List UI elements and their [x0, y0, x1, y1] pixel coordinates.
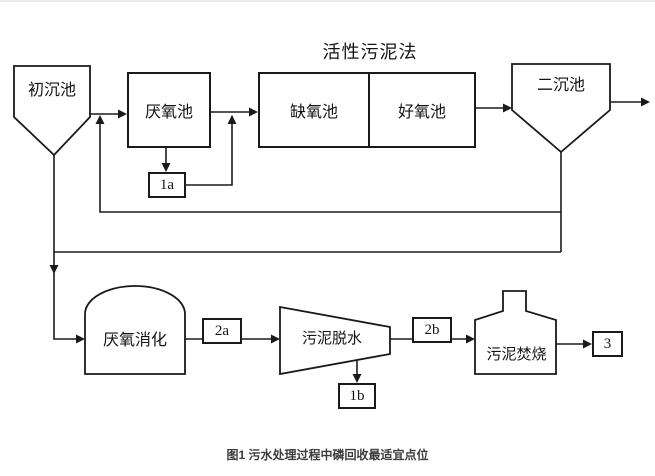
recovery-point-1b-label: 1b: [349, 387, 365, 404]
arrow-into-anoxic: [249, 107, 258, 117]
arrow-effluent: [641, 97, 650, 107]
recovery-point-2b-label: 2b: [424, 321, 440, 338]
arrow-into-3: [583, 339, 592, 349]
arrow-into-secondary: [503, 103, 512, 113]
node-label-sludge-incineration: 污泥焚烧: [486, 347, 547, 363]
node-label-primary-clarifier: 初沉池: [27, 82, 76, 99]
line-return-sludge: [99, 118, 561, 213]
node-shapes: [13, 63, 611, 376]
recovery-point-3-label: 3: [603, 335, 612, 352]
node-label-anaerobic-tank: 厌氧池: [144, 104, 193, 121]
primary-clarifier-shape: [13, 65, 91, 157]
recovery-point-1a-label: 1a: [159, 176, 175, 193]
node-label-aerobic-tank: 好氧池: [397, 104, 446, 121]
recovery-point-1a: 1a: [148, 172, 186, 198]
arrowheads: [49, 97, 650, 383]
node-anaerobic-tank: 厌氧池: [127, 72, 211, 148]
node-label-sludge-dewatering: 污泥脱水: [301, 331, 362, 347]
arrow-into-1a: [161, 163, 171, 172]
arrow-1a-return-up: [227, 115, 237, 124]
sludge-dewatering-shape: [279, 305, 391, 376]
recovery-point-2b: 2b: [412, 317, 452, 343]
node-activated-sludge-box: 缺氧池 好氧池: [258, 72, 476, 148]
recovery-point-2a: 2a: [202, 318, 242, 344]
sludge-incinerator-shape: [474, 290, 557, 375]
arrow-sludge-down: [49, 265, 59, 274]
arrow-into-incineration: [466, 334, 475, 344]
recovery-point-1b: 1b: [338, 383, 376, 409]
node-anoxic-tank: 缺氧池: [260, 74, 370, 146]
anaerobic-digester-shape: [84, 285, 186, 375]
diagram-title: 活性污泥法: [322, 42, 418, 62]
node-label-anoxic-tank: 缺氧池: [289, 104, 338, 121]
line-primary-sludge-to-digester: [53, 155, 83, 340]
figure-caption: 图1 污水处理过程中磷回收最适宜点位: [226, 448, 429, 462]
node-label-secondary-clarifier: 二沉池: [536, 77, 585, 94]
recovery-point-3: 3: [592, 331, 623, 357]
secondary-clarifier-shape: [511, 63, 611, 154]
recovery-point-2a-label: 2a: [214, 322, 230, 339]
node-label-anaerobic-digestion: 厌氧消化: [102, 332, 167, 349]
arrow-into-1b: [352, 374, 362, 383]
line-1a-return: [186, 116, 233, 186]
node-aerobic-tank: 好氧池: [370, 74, 474, 146]
arrow-into-dewatering: [271, 334, 280, 344]
arrow-into-digester: [76, 334, 85, 344]
arrow-into-anaerobic: [118, 109, 127, 119]
arrow-return-sludge-up: [95, 115, 105, 124]
